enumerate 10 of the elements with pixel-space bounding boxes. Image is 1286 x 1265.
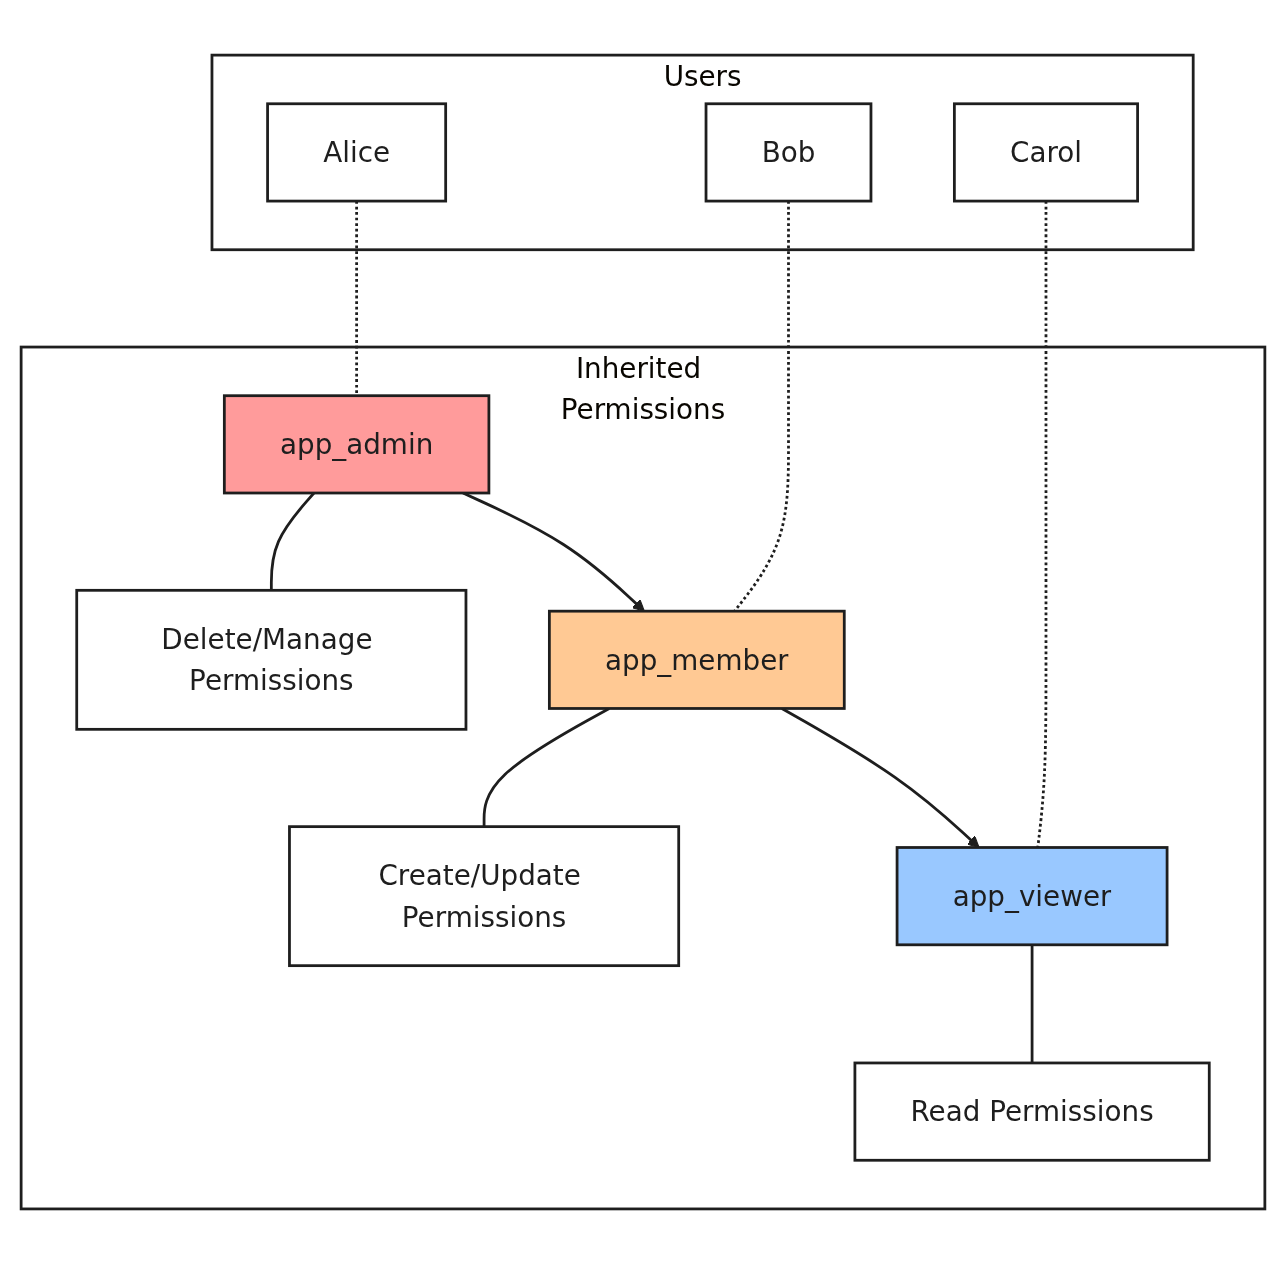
node-box: Alice [266,102,448,203]
node-box: Carol [953,102,1139,203]
node-box: app_member [548,610,846,711]
node-box: app_viewer [895,846,1169,947]
node-box: Read Permissions [853,1062,1211,1163]
node-box: Create/Update Permissions [288,825,681,968]
node-box: Delete/Manage Permissions [75,589,468,732]
node-box: app_admin [222,394,491,495]
node-box: Bob [704,102,873,203]
connector [1030,945,1034,1064]
